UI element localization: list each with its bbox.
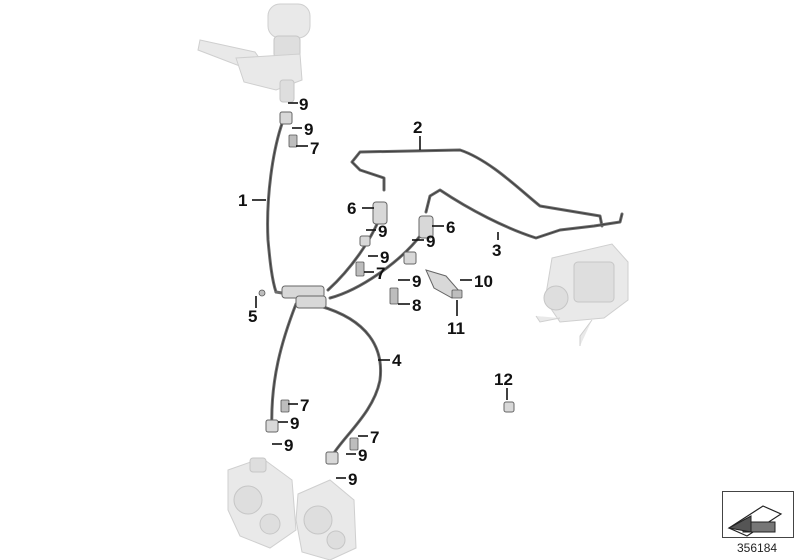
fittings (258, 111, 515, 465)
callout-12: 12 (494, 370, 513, 389)
callout-9: 9 (380, 248, 389, 267)
callout-9: 9 (358, 446, 367, 465)
callout-9: 9 (426, 232, 435, 251)
callout-8: 8 (412, 296, 421, 315)
callout-6: 6 (446, 218, 455, 237)
brake-line-1-hose (266, 116, 286, 294)
callout-1: 1 (238, 191, 247, 210)
callout-11: 11 (447, 319, 465, 338)
callout-7: 7 (370, 428, 379, 447)
brake-line-3-pipe (424, 188, 624, 240)
callout-9: 9 (304, 120, 313, 139)
abs-pressure-modulator (535, 243, 629, 346)
brake-line-left-caliper-hose (270, 302, 298, 432)
left-brake-caliper (227, 457, 297, 549)
brake-line-4-hose (318, 304, 383, 458)
callout-9: 9 (284, 436, 293, 455)
callout-3: 3 (492, 241, 501, 260)
brake-line-2-pipe (350, 148, 604, 228)
reference-number: 356184 (737, 541, 778, 555)
callout-2: 2 (413, 118, 422, 137)
callout-9: 9 (299, 95, 308, 114)
callout-labels: 9 9 7 1 2 6 9 9 7 6 9 9 8 10 11 5 3 4 7 … (238, 95, 513, 489)
callout-4: 4 (392, 351, 402, 370)
callout-10: 10 (474, 272, 493, 291)
callout-9: 9 (348, 470, 357, 489)
callout-7: 7 (300, 396, 309, 415)
distributor-block (281, 285, 327, 309)
callout-9: 9 (378, 222, 387, 241)
callout-9: 9 (290, 414, 299, 433)
arrow-down-left-icon[interactable] (722, 491, 794, 538)
callout-7: 7 (376, 264, 385, 283)
right-brake-caliper (295, 479, 357, 560)
leader-lines (252, 102, 508, 479)
handlebar-master-cylinder (197, 3, 311, 103)
callout-6: 6 (347, 199, 356, 218)
callout-5: 5 (248, 307, 257, 326)
callout-9: 9 (412, 272, 421, 291)
callout-7: 7 (310, 139, 319, 158)
